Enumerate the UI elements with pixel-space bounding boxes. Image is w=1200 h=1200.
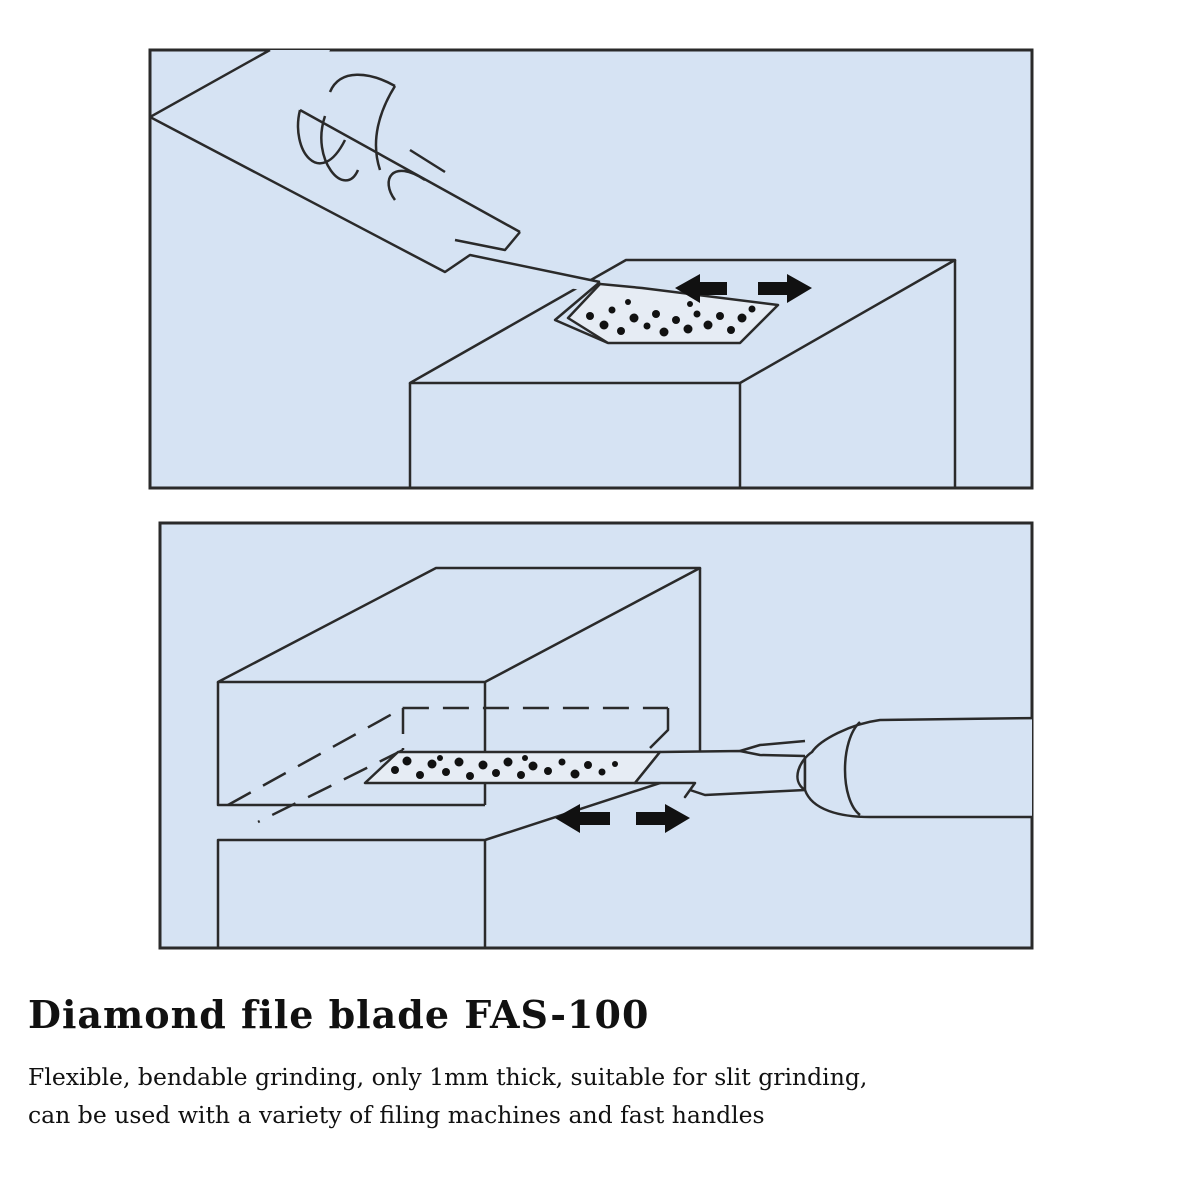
lower-block: [216, 768, 701, 948]
product-description: Flexible, bendable grinding, only 1mm th…: [28, 1058, 1188, 1134]
illustration: [148, 48, 1034, 950]
arrow-right-icon: [758, 274, 812, 303]
slit-hidden-lines: [227, 706, 668, 824]
description-line-2: can be used with a variety of filing mac…: [28, 1101, 765, 1129]
arrow-left-icon: [555, 804, 610, 833]
tool-handle: [150, 50, 609, 345]
diamond-grit: [391, 755, 618, 780]
product-title: Diamond file blade FAS-100: [28, 992, 650, 1037]
tool-handle: [633, 716, 1032, 819]
panel-top-surface-filing: [148, 48, 1034, 490]
panel-slit-filing: [158, 521, 1034, 950]
arrow-right-icon: [636, 804, 690, 833]
diamond-blade: [363, 750, 662, 785]
arrow-left-icon: [675, 274, 727, 303]
description-line-1: Flexible, bendable grinding, only 1mm th…: [28, 1063, 868, 1091]
upper-block: [216, 566, 702, 807]
diamond-grit: [586, 299, 756, 337]
